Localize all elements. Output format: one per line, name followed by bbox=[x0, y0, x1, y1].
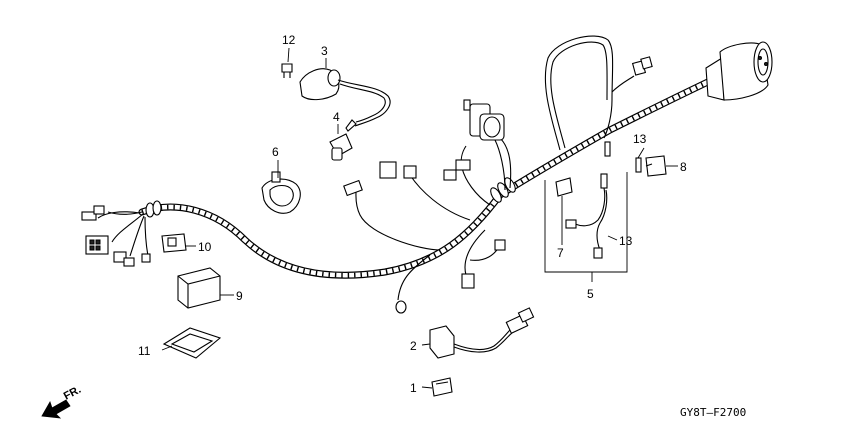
callout-12: 12 bbox=[282, 33, 296, 47]
callout-11: 11 bbox=[138, 344, 151, 358]
upper-branch-loop bbox=[544, 35, 653, 151]
part-10-clip bbox=[161, 233, 187, 253]
callout-6: 6 bbox=[272, 145, 279, 159]
part-9-relay-box bbox=[177, 267, 221, 309]
figure-code: GY8T–F2700 bbox=[680, 406, 746, 419]
callout-13-upper: 13 bbox=[633, 132, 647, 146]
part-11-cover bbox=[162, 327, 222, 359]
part-1-cap bbox=[431, 377, 453, 397]
parts-5-7-8-13-group bbox=[544, 141, 667, 282]
callout-numbers: 1 2 3 4 5 6 7 8 9 10 11 12 13 13 bbox=[138, 33, 687, 395]
part-2-regulator bbox=[429, 307, 535, 359]
callout-2: 2 bbox=[410, 339, 417, 353]
main-wire-harness bbox=[138, 76, 716, 279]
callout-9: 9 bbox=[236, 289, 243, 303]
part-3-spark-plug-cap bbox=[299, 68, 391, 132]
callout-5: 5 bbox=[587, 287, 594, 301]
callout-10: 10 bbox=[198, 240, 212, 254]
callout-4: 4 bbox=[333, 110, 340, 124]
part-4-connector bbox=[329, 133, 353, 161]
part-6-band-clamp bbox=[261, 171, 301, 214]
middle-branch-connectors bbox=[343, 99, 512, 314]
direction-label: FR. bbox=[62, 384, 83, 403]
callout-8: 8 bbox=[680, 160, 687, 174]
callout-leader-lines bbox=[161, 47, 678, 389]
left-end-connectors bbox=[81, 205, 151, 267]
callout-13-lower: 13 bbox=[619, 234, 633, 248]
callout-7: 7 bbox=[557, 246, 564, 260]
main-connector-housing bbox=[705, 41, 773, 101]
front-direction-arrow-icon bbox=[41, 399, 71, 419]
part-12-screw bbox=[281, 63, 293, 78]
callout-3: 3 bbox=[321, 44, 328, 58]
callout-1: 1 bbox=[410, 381, 417, 395]
